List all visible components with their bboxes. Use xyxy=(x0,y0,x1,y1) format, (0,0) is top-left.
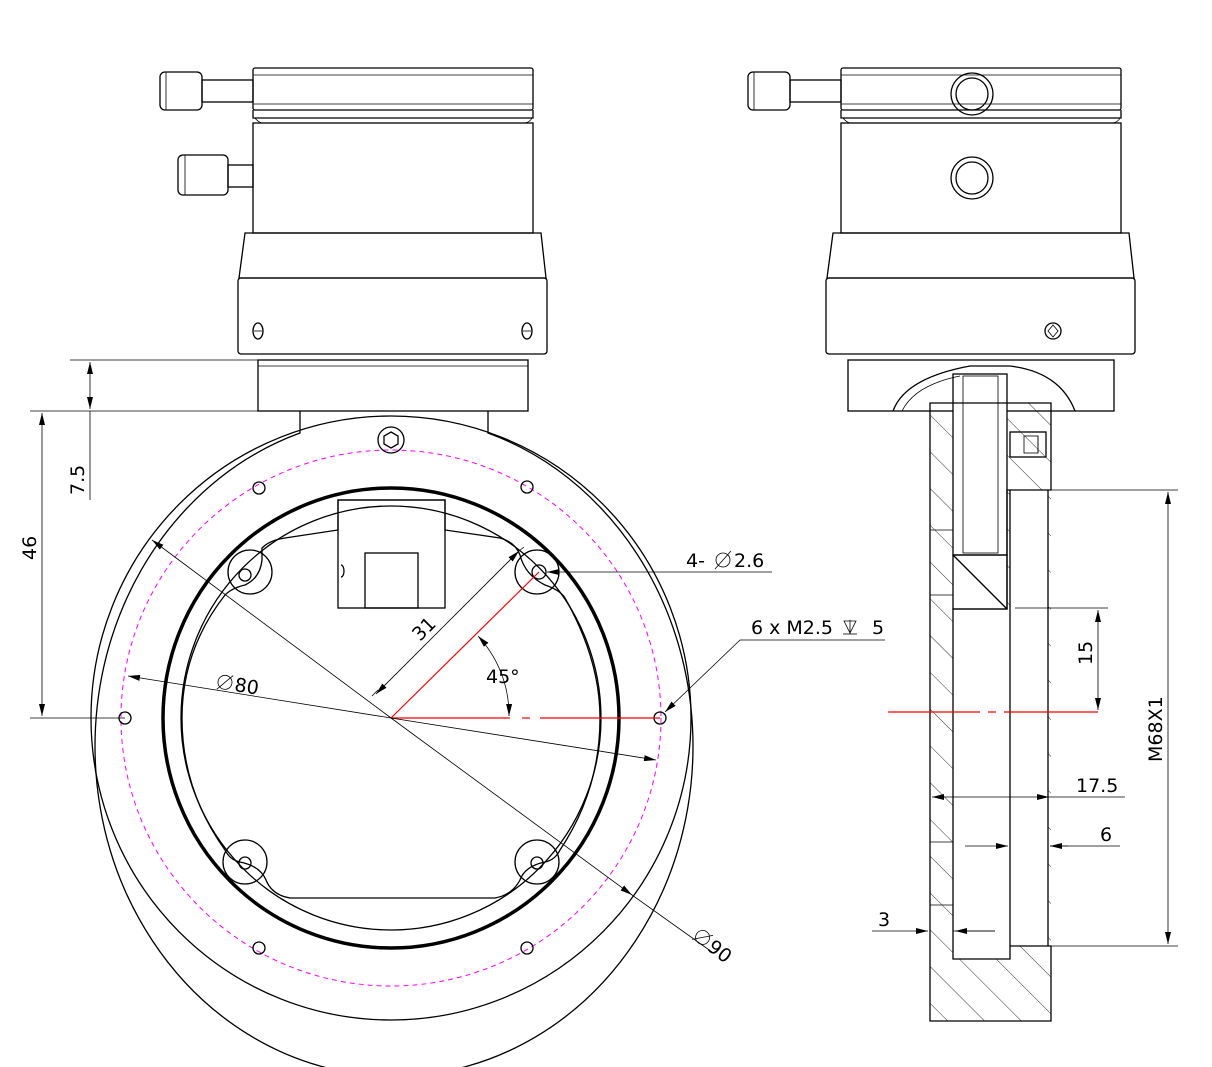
screws-depth-label: 5 xyxy=(872,617,884,639)
hole-2-6-icon xyxy=(531,564,547,580)
thread-hole-m2-5-icon xyxy=(520,480,534,494)
thread-hole-m2-5-icon xyxy=(520,941,534,955)
hole-2-6-icon xyxy=(530,856,544,870)
side-lock-knob-icon[interactable] xyxy=(747,71,842,111)
dim-45-deg-label: 45° xyxy=(486,666,520,688)
lock-knob-lower-icon[interactable] xyxy=(177,154,254,196)
dim-46-label: 46 xyxy=(19,536,41,560)
depth-symbol-icon xyxy=(843,620,857,635)
dim-thread-label: M68X1 xyxy=(1145,696,1167,762)
thread-hole-m2-5-icon xyxy=(252,481,266,495)
holes-count-label: 4- xyxy=(686,550,705,572)
dim-6-label: 6 xyxy=(1100,824,1112,846)
dim-31-label: 31 xyxy=(408,613,441,646)
side-port-lower-icon xyxy=(950,156,994,200)
collar-screw-right-icon xyxy=(521,322,533,340)
screws-label: 6 x M2.5 xyxy=(751,617,833,639)
lock-knob-upper-icon[interactable] xyxy=(159,71,254,111)
set-screw-icon xyxy=(1009,431,1047,458)
side-port-upper-icon xyxy=(950,72,994,116)
holes-dia-label: 2.6 xyxy=(734,550,764,572)
hex-socket-screw-icon xyxy=(377,426,405,454)
dim-15-label: 15 xyxy=(1075,641,1097,665)
dim-dia-90-label: 90 xyxy=(703,936,736,968)
front-view: 7.5 46 90 80 31 45° 4- xyxy=(19,67,885,1067)
collar-screw-left-icon xyxy=(252,322,264,340)
dim-7-5-label: 7.5 xyxy=(67,465,89,495)
dim-dia-80-label: 80 xyxy=(233,674,260,700)
dim-17-5-label: 17.5 xyxy=(1076,775,1118,797)
hole-2-6-icon xyxy=(238,568,252,582)
side-collar-screw-icon xyxy=(1044,322,1062,340)
thread-hole-m2-5-icon xyxy=(252,941,266,955)
dim-3-label: 3 xyxy=(878,909,890,931)
hole-2-6-icon xyxy=(238,856,252,870)
side-view: M68X1 15 17.5 6 3 xyxy=(747,67,1178,1022)
